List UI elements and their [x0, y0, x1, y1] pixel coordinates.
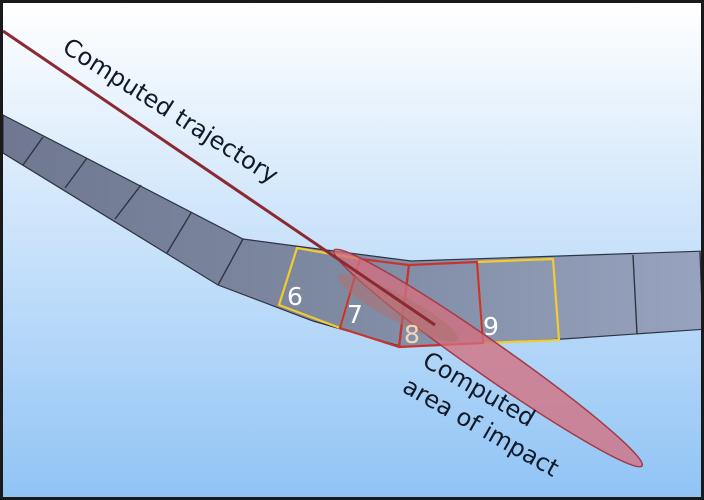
segment-divider	[166, 212, 192, 254]
impact-area	[332, 248, 644, 468]
segment-divider	[22, 136, 44, 166]
segment-label-7: 7	[347, 300, 363, 329]
segment-divider	[217, 238, 244, 286]
segment-dividers	[22, 136, 701, 335]
segment-strip	[3, 114, 701, 348]
impact-scene: 6 7 8 9 Computed trajectory Computed are…	[3, 3, 701, 497]
segment-divider	[699, 251, 701, 296]
segment-divider	[114, 184, 142, 220]
segment-divider	[64, 157, 88, 189]
impact-core-ellipse	[337, 274, 459, 342]
segment-label-6: 6	[287, 282, 303, 311]
trajectory-line-icon	[3, 29, 436, 327]
segment-label-9: 9	[483, 312, 499, 341]
segment-label-8: 8	[404, 320, 420, 349]
segment-labels: 6 7 8 9	[287, 282, 499, 349]
segment-divider	[632, 254, 638, 335]
strip-body	[3, 114, 701, 348]
